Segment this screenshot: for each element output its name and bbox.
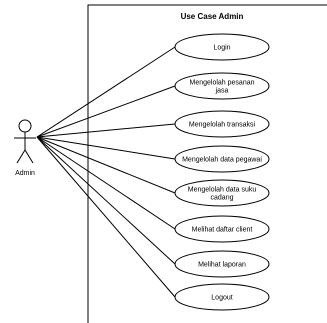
association-line (36, 136, 176, 160)
actor-head (18, 119, 32, 133)
association-line (36, 136, 176, 265)
use-case-ellipse (174, 179, 270, 207)
use-case-ellipse (174, 250, 270, 278)
use-case-label: Logout (211, 295, 232, 302)
use-case-ellipse (174, 283, 270, 311)
association-line (36, 123, 176, 138)
use-case-ellipse (174, 33, 270, 61)
use-case-ellipse (174, 145, 270, 173)
use-case-label: Melihat daftar client (192, 227, 253, 234)
use-case-label: cadang (211, 195, 234, 202)
use-case-label: Mengelolah transaksi (189, 122, 256, 129)
system-boundary (87, 4, 327, 323)
association-line (36, 136, 176, 194)
use-case-label: Melihat laporan (198, 262, 246, 269)
use-case-label: Mengelolah pesanan (190, 80, 255, 87)
actor-admin[interactable]: Admin (14, 119, 36, 177)
system-title: Use Case Admin (181, 12, 244, 21)
use-case[interactable]: Melihat laporan (174, 250, 270, 278)
use-case-label: Mengelolah data pegawai (182, 157, 262, 164)
association-line (36, 85, 176, 138)
actor-right-leg (24, 149, 34, 164)
actor-name: Admin (15, 170, 35, 177)
use-case[interactable]: Logout (174, 283, 270, 311)
association-line (36, 136, 176, 298)
use-case-label: jasa (215, 88, 229, 95)
use-case-ellipse (174, 72, 270, 100)
use-case[interactable]: Mengelolah data pegawai (174, 145, 270, 173)
association-line (36, 136, 176, 230)
use-case[interactable]: Mengelolah transaksi (174, 110, 270, 138)
use-case-ellipse (174, 110, 270, 138)
actor-left-leg (16, 149, 26, 164)
association-lines (36, 46, 176, 298)
use-case[interactable]: Melihat daftar client (174, 215, 270, 243)
use-case[interactable]: Login (174, 33, 270, 61)
use-case-label: Mengelolah data suku (188, 187, 257, 194)
use-case-label: Login (213, 45, 230, 52)
association-line (36, 46, 176, 138)
use-case-ellipse (174, 215, 270, 243)
